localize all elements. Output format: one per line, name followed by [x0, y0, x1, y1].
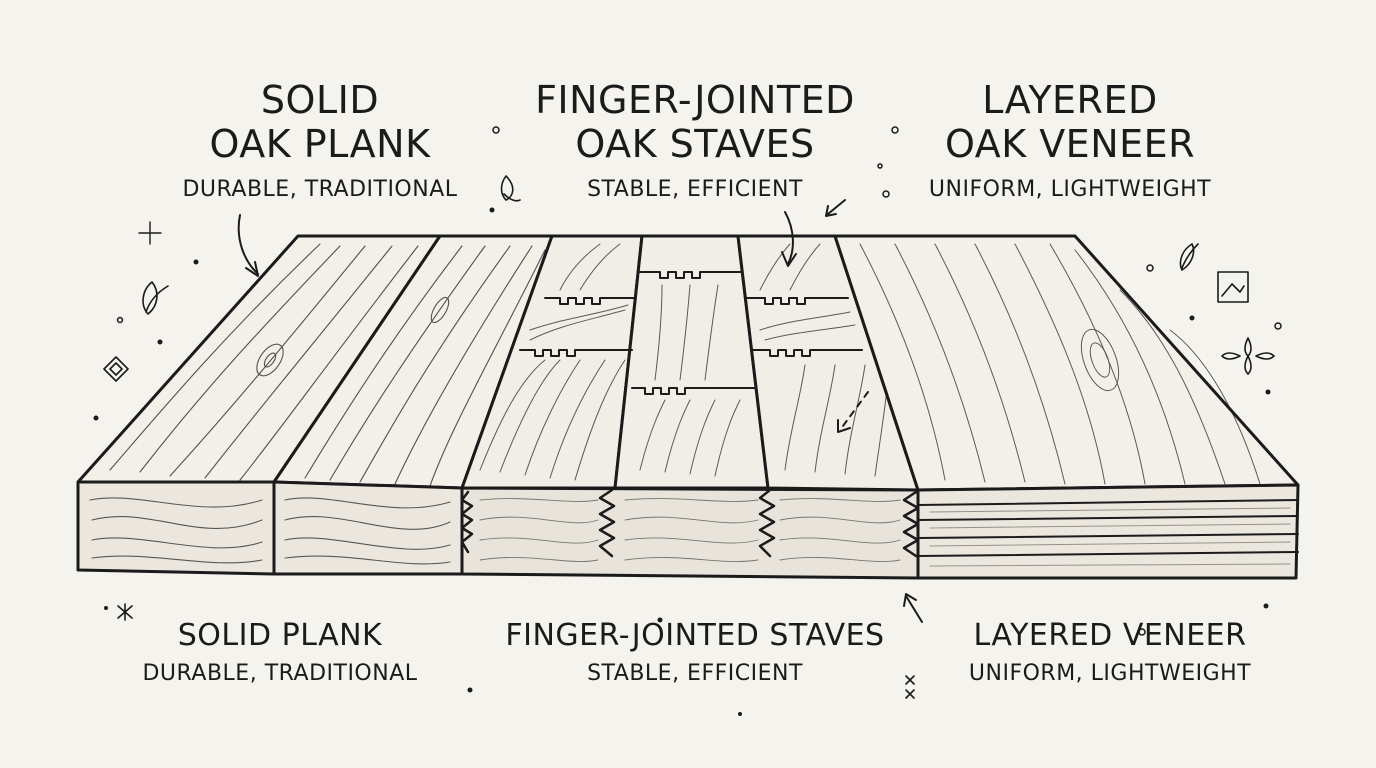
layered-caption-title: LAYERED VENEER [973, 618, 1247, 653]
finger-heading-sub: STABLE, EFFICIENT [587, 177, 803, 202]
finger-caption-sub: STABLE, EFFICIENT [587, 661, 803, 686]
leaf-icon [1179, 243, 1199, 271]
layered-heading-line1: LAYERED [982, 78, 1158, 122]
grain-dash-arrow [839, 391, 869, 431]
ink-dots [93, 207, 1271, 716]
solid-heading-sub: DURABLE, TRADITIONAL [182, 177, 458, 202]
flower-icon [1221, 337, 1275, 375]
annotation-arrows [237, 199, 923, 623]
solid-caption-sub: DURABLE, TRADITIONAL [142, 661, 418, 686]
finger-jointed-caption: FINGER-JOINTED STAVES STABLE, EFFICIENT [490, 618, 900, 688]
finger-heading-line2: OAK STAVES [575, 122, 815, 166]
cross-doodle-icon [905, 675, 915, 699]
finger-caption-title: FINGER-JOINTED STAVES [505, 618, 885, 653]
finger-pointer-arrow [784, 211, 794, 265]
solid-heading-line1: SOLID [260, 78, 380, 122]
layered-heading-sub: UNIFORM, LIGHTWEIGHT [928, 177, 1212, 202]
leaf-icon [500, 175, 521, 202]
small-rings [116, 126, 1282, 636]
solid-oak-planks [76, 234, 554, 576]
layered-heading-line2: OAK VENEER [944, 122, 1196, 166]
finger-heading-line1: FINGER-JOINTED [535, 78, 855, 122]
layered-veneer-heading: LAYERED OAK VENEER UNIFORM, LIGHTWEIGHT [900, 78, 1240, 204]
finger-jointed-heading: FINGER-JOINTED OAK STAVES STABLE, EFFICI… [510, 78, 880, 204]
picture-frame-icon [1217, 271, 1249, 303]
layered-oak-veneer [833, 234, 1300, 580]
layered-veneer-caption: LAYERED VENEER UNIFORM, LIGHTWEIGHT [950, 618, 1270, 688]
layered-caption-sub: UNIFORM, LIGHTWEIGHT [968, 661, 1252, 686]
solid-caption-title: SOLID PLANK [177, 618, 383, 653]
solid-oak-plank-heading: SOLID OAK PLANK DURABLE, TRADITIONAL [150, 78, 490, 204]
decorative-doodles [103, 175, 1275, 699]
solid-plank-caption: SOLID PLANK DURABLE, TRADITIONAL [120, 618, 440, 688]
diamond-icon [103, 356, 129, 382]
solid-heading-line2: OAK PLANK [209, 122, 431, 166]
sparkle-icon [138, 221, 162, 245]
star-doodle-icon [117, 603, 133, 621]
joint-pointer-arrow [905, 595, 923, 623]
veneer-pointer-arrow [827, 199, 846, 215]
solid-pointer-arrow [237, 214, 259, 275]
leaf-icon [142, 281, 169, 315]
